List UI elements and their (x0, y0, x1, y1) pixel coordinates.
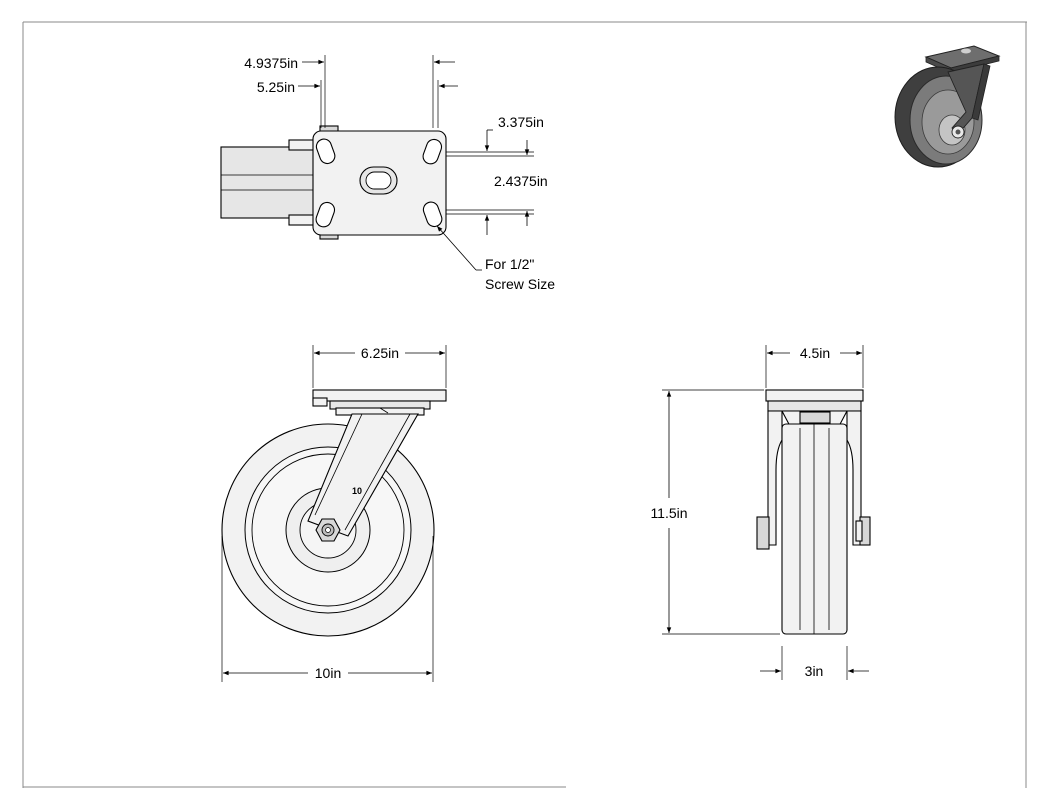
dim-wheel-diameter: 10in (315, 665, 341, 681)
side-view: 4.5in 11.5in 3in (650, 345, 871, 680)
top-view: 4.9375in 5.25in 3.375in 2.4375in For 1/2… (220, 55, 555, 292)
wheel-size-mark: 10 (352, 486, 362, 496)
dim-plate-depth: 4.5in (800, 345, 830, 361)
wheel-top-body (220, 146, 317, 219)
dim-overall-height: 11.5in (650, 505, 687, 521)
dim-bolt-spacing-short: 2.4375in (494, 173, 548, 189)
dim-bolt-spacing-long: 3.375in (498, 114, 544, 130)
bolt-hole-tr (422, 138, 443, 165)
dim-plate-width: 6.25in (361, 345, 399, 361)
wheel-side (781, 423, 848, 635)
dim-plate-outer-length: 4.9375in (244, 55, 298, 71)
note-screw-size-line2: Screw Size (485, 276, 555, 292)
bolt-hole-bl (315, 201, 336, 228)
dim-wheel-width: 3in (805, 663, 824, 679)
caster-3d-icon (894, 45, 1001, 168)
note-screw-size-line1: For 1/2" (485, 256, 534, 272)
dim-plate-length: 5.25in (257, 79, 295, 95)
bolt-hole-tl (315, 138, 336, 165)
bolt-hole-br (422, 201, 443, 228)
axle-bolt-left (756, 516, 770, 550)
fork-leg-left (767, 410, 783, 546)
sheet-border (22, 21, 1027, 788)
front-view: 10 6.25in 10in (221, 345, 447, 682)
side-top-plate (765, 389, 864, 402)
front-top-plate (312, 389, 447, 402)
fork-leg (307, 413, 419, 537)
